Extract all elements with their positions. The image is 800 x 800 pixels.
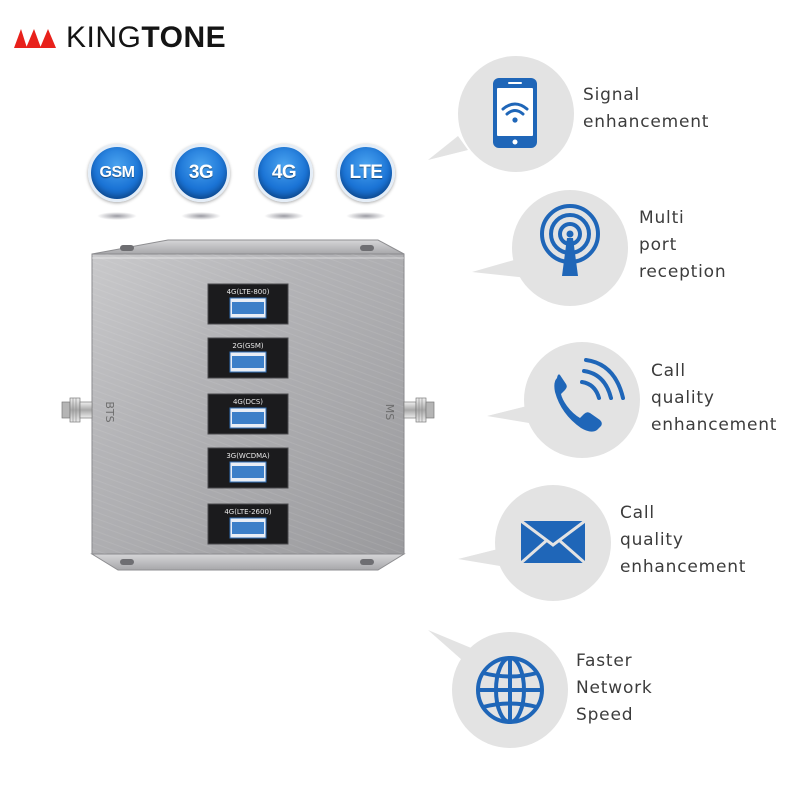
- top-mounting-flange: [91, 239, 405, 255]
- badge-shadow: [264, 212, 304, 220]
- feature-label-line: port: [639, 235, 678, 255]
- feature-bubble: [472, 190, 628, 306]
- feature-label: Multi port reception: [639, 205, 726, 286]
- badge-4g: 4G: [255, 144, 313, 202]
- badge-lte: LTE: [337, 144, 395, 202]
- feature-label: Faster Network Speed: [576, 648, 653, 729]
- badge-label: 4G: [271, 162, 297, 183]
- brand-name: KINGTONE: [66, 22, 226, 54]
- badge-label: LTE: [349, 162, 383, 183]
- feature-label-line: Multi: [639, 208, 685, 228]
- feature-label-line: enhancement: [620, 557, 747, 577]
- port-label-ms: MS: [383, 404, 396, 420]
- feature-label-line: Speed: [576, 705, 634, 725]
- feature-bubble: [428, 630, 568, 748]
- badge-gsm: GSM: [88, 144, 146, 202]
- feature-label: Signal enhancement: [583, 82, 709, 136]
- brand-name-light: KING: [66, 21, 142, 54]
- phone-call-icon: [554, 358, 625, 432]
- feature-label-line: Call: [651, 361, 686, 381]
- feature-label: Call quality enhancement: [620, 500, 746, 581]
- bottom-mounting-flange: [90, 553, 406, 571]
- badge-shadow: [346, 212, 386, 220]
- badge-label: 3G: [188, 162, 214, 183]
- band-label: 4G(LTE-2600): [224, 508, 272, 516]
- feature-label-line: Network: [576, 678, 653, 698]
- band-label: 3G(WCDMA): [226, 452, 270, 460]
- feature-bubble: [428, 56, 574, 172]
- band-module: 4G(DCS): [207, 393, 289, 435]
- band-module: 2G(GSM): [207, 337, 289, 379]
- band-module: 4G(LTE-2600): [207, 503, 289, 545]
- brand-logo: KINGTONE: [12, 22, 226, 54]
- globe-icon: [476, 656, 544, 724]
- feature-label-line: Faster: [576, 651, 633, 671]
- feature-label-line: Signal: [583, 85, 641, 105]
- signal-repeater-device: BTS MS 4G(LTE-800) 2G(GSM) 4G(DCS) 3G(WC…: [61, 239, 435, 571]
- badge-3g: 3G: [172, 144, 230, 202]
- feature-label-line: enhancement: [651, 415, 778, 435]
- badge-shadow: [97, 212, 137, 220]
- feature-label-line: quality: [620, 530, 684, 550]
- band-label: 4G(DCS): [233, 398, 263, 406]
- brand-mark-icon: [14, 29, 56, 48]
- left-antenna-connector: [61, 397, 93, 423]
- band-module: 4G(LTE-800): [207, 283, 289, 325]
- band-label: 2G(GSM): [232, 342, 264, 350]
- feature-label: Call quality enhancement: [651, 358, 777, 439]
- smartphone-wifi-icon: [493, 78, 537, 148]
- band-module: 3G(WCDMA): [207, 447, 289, 489]
- feature-label-line: enhancement: [583, 112, 710, 132]
- brand-name-bold: TONE: [141, 21, 227, 54]
- feature-label-line: reception: [639, 262, 727, 282]
- feature-bubble: [487, 342, 640, 458]
- port-label-bts: BTS: [103, 401, 116, 422]
- antenna-tower-icon: [540, 204, 600, 276]
- feature-label-line: quality: [651, 388, 715, 408]
- feature-bubble: [458, 485, 611, 601]
- badge-label: GSM: [99, 164, 135, 181]
- right-antenna-connector: [403, 397, 435, 423]
- badge-shadow: [181, 212, 221, 220]
- feature-label-line: Call: [620, 503, 655, 523]
- band-label: 4G(LTE-800): [227, 288, 270, 296]
- envelope-icon: [520, 519, 586, 565]
